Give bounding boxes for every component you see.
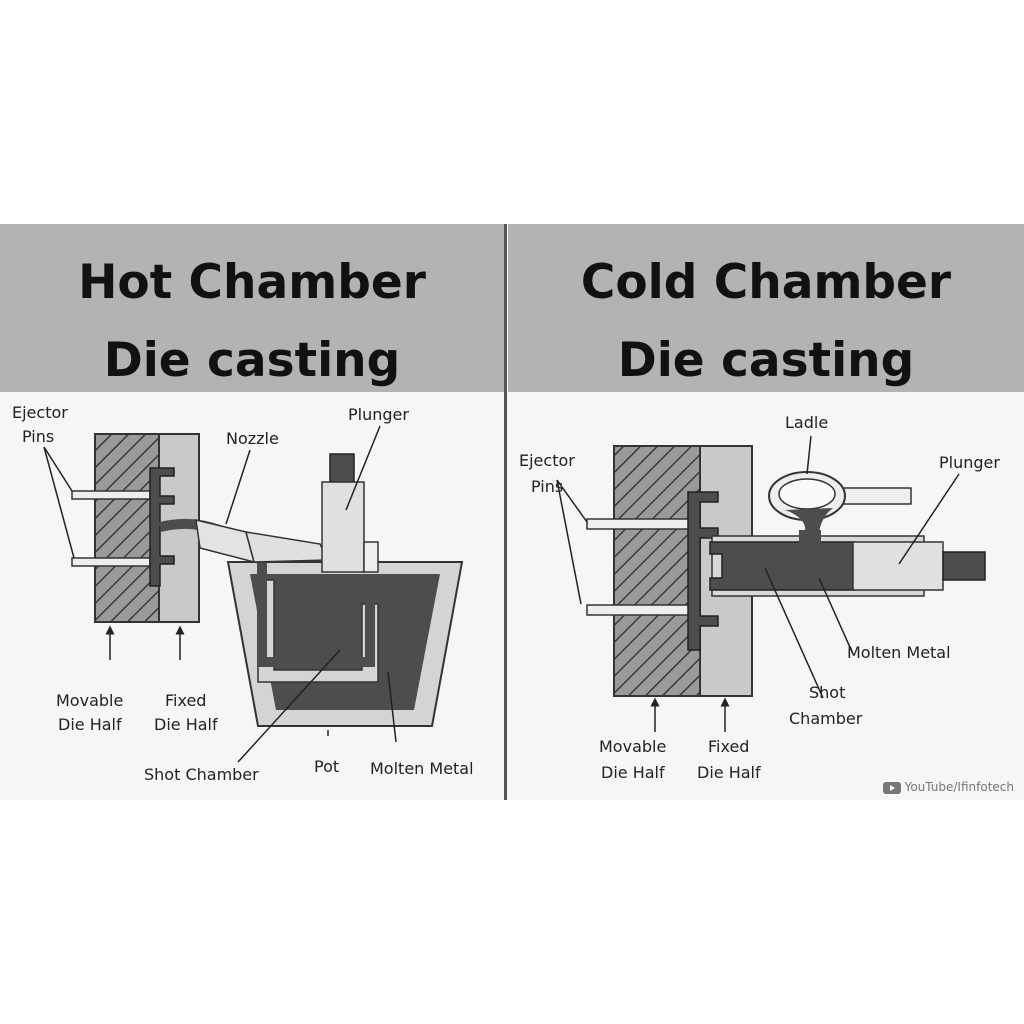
cold-ladle-leader <box>806 435 812 475</box>
hot-pot-label: Pot <box>314 757 339 776</box>
hot-ejector-pin-bottom <box>71 557 151 567</box>
cold-ejector-leader-1 <box>556 479 588 523</box>
cold-ejector-leader-2 <box>556 479 582 605</box>
cold-shot-label-1: Shot <box>809 683 845 702</box>
cold-pour-stream <box>785 508 833 532</box>
hot-movable-die <box>94 433 160 623</box>
cold-molten-metal <box>709 541 856 591</box>
hot-chamber-header: Hot Chamber Die casting <box>0 224 504 392</box>
cold-shot-label-2: Chamber <box>789 709 863 728</box>
hot-title-line1: Hot Chamber <box>78 255 426 310</box>
cold-ladle-inner <box>778 478 836 510</box>
cold-molten-leader <box>818 577 854 655</box>
hot-shot-chamber-leader <box>237 649 341 763</box>
cold-chamber-panel: Ejector Pins Ladle Plunger Molten Metal … <box>507 392 1024 800</box>
cold-ejector-pin-bottom <box>586 604 692 616</box>
youtube-icon <box>882 781 901 794</box>
hot-plunger-leader <box>345 425 381 511</box>
cold-ejector-label-2: Pins <box>531 477 563 496</box>
watermark: YouTube/Ifinfotech <box>882 780 1014 794</box>
hot-ejector-label-1: Ejector <box>12 403 68 422</box>
hot-gooseneck-cover <box>244 531 330 563</box>
watermark-text: YouTube/Ifinfotech <box>904 780 1014 794</box>
hot-molten-leader <box>387 671 397 743</box>
hot-plunger-label: Plunger <box>348 405 409 424</box>
hot-ejector-pin-top <box>71 490 151 500</box>
hot-gooseneck-body <box>257 579 379 683</box>
cold-plunger-label: Plunger <box>939 453 1000 472</box>
cold-fixed-label-1: Fixed <box>708 737 749 756</box>
hot-ejector-leader-2 <box>43 446 75 559</box>
hot-plunger-guide <box>363 541 379 573</box>
cold-shot-leader <box>764 567 824 699</box>
cold-fixed-label-2: Die Half <box>697 763 761 782</box>
hot-chamber-diagram: Ejector Pins Nozzle Plunger Movable Die … <box>12 403 474 784</box>
panel-divider <box>504 224 507 800</box>
hot-title-line2: Die casting <box>103 333 401 388</box>
hot-shot-chamber-label: Shot Chamber <box>144 765 259 784</box>
cold-pour-opening <box>799 530 821 544</box>
hot-nozzle-leader <box>225 449 251 525</box>
cold-plunger <box>852 541 944 591</box>
cold-ejector-pin-top <box>586 518 692 530</box>
cold-movable-die <box>613 445 701 697</box>
die-casting-comparison: Hot Chamber Die casting Cold Chamber Die… <box>0 224 1024 800</box>
hot-chamber-title: Hot Chamber Die casting <box>0 244 504 400</box>
hot-fixed-label-2: Die Half <box>154 715 218 734</box>
hot-nozzle-label: Nozzle <box>226 429 279 448</box>
hot-ejector-label-2: Pins <box>22 427 54 446</box>
hot-molten-metal-pool <box>250 574 440 710</box>
hot-die-cavity <box>149 467 175 587</box>
hot-movable-label-1: Movable <box>56 691 123 710</box>
cold-ejector-label-1: Ejector <box>519 451 575 470</box>
hot-nozzle <box>195 519 256 564</box>
cold-movable-label-1: Movable <box>599 737 666 756</box>
cold-ladle-label: Ladle <box>785 413 828 432</box>
hot-ejector-leader-1 <box>43 446 73 492</box>
hot-chamber-panel: Ejector Pins Nozzle Plunger Movable Die … <box>0 392 504 800</box>
cold-movable-label-2: Die Half <box>601 763 665 782</box>
cold-die-cavity <box>687 491 719 651</box>
cold-title-line1: Cold Chamber <box>580 255 952 310</box>
hot-molten-label: Molten Metal <box>370 759 474 778</box>
cold-chamber-title: Cold Chamber Die casting <box>508 244 1024 400</box>
cold-molten-label: Molten Metal <box>847 643 951 662</box>
cold-plunger-leader <box>898 473 960 565</box>
cold-title-line2: Die casting <box>617 333 915 388</box>
cold-chamber-header: Cold Chamber Die casting <box>508 224 1024 392</box>
cold-plunger-rod <box>942 551 986 581</box>
hot-plunger <box>321 481 365 573</box>
cold-chamber-diagram: Ejector Pins Ladle Plunger Molten Metal … <box>519 413 1000 782</box>
hot-fixed-label-1: Fixed <box>165 691 206 710</box>
hot-plunger-rod <box>329 453 355 483</box>
hot-movable-label-2: Die Half <box>58 715 122 734</box>
